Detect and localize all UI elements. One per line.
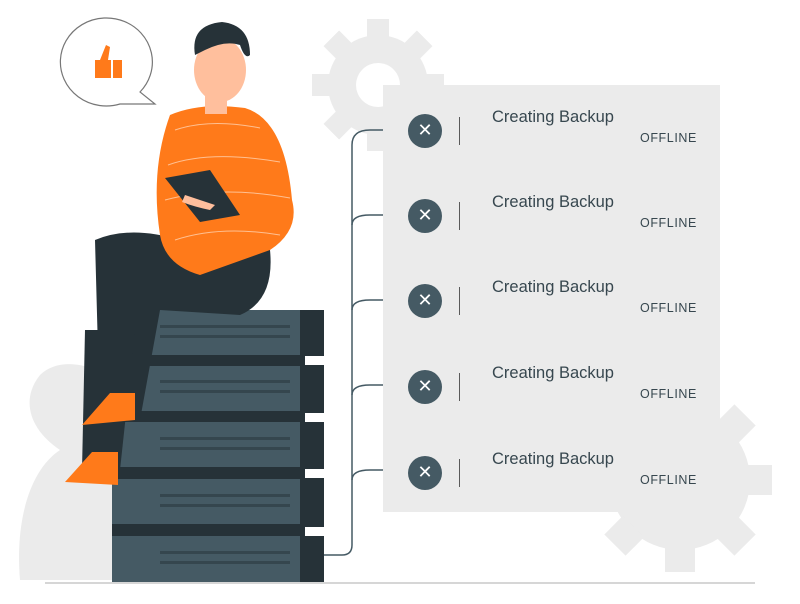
backup-row: ✕ Creating Backup OFFLINE — [383, 170, 720, 255]
row-status: OFFLINE — [640, 301, 697, 315]
row-divider — [459, 202, 460, 230]
close-icon[interactable]: ✕ — [408, 284, 442, 318]
row-status: OFFLINE — [640, 473, 697, 487]
close-icon[interactable]: ✕ — [408, 370, 442, 404]
row-divider — [459, 287, 460, 315]
row-title: Creating Backup — [492, 278, 614, 296]
connector-lines — [324, 129, 383, 556]
row-title: Creating Backup — [492, 193, 614, 211]
person-figure — [65, 22, 294, 485]
server-unit — [140, 310, 300, 355]
server-unit — [112, 422, 300, 467]
row-title: Creating Backup — [492, 450, 614, 468]
server-unit — [112, 536, 300, 582]
row-title: Creating Backup — [492, 364, 614, 382]
backup-row: ✕ Creating Backup OFFLINE — [383, 427, 720, 512]
shoe — [65, 452, 118, 485]
row-status: OFFLINE — [640, 387, 697, 401]
shoe — [82, 393, 135, 425]
server-unit — [112, 479, 300, 524]
row-status: OFFLINE — [640, 216, 697, 230]
close-icon[interactable]: ✕ — [408, 456, 442, 490]
speech-bubble — [59, 17, 157, 107]
tablet — [165, 170, 240, 222]
row-status: OFFLINE — [640, 131, 697, 145]
row-divider — [459, 373, 460, 401]
row-divider — [459, 459, 460, 487]
backup-row: ✕ Creating Backup OFFLINE — [383, 341, 720, 426]
row-divider — [459, 117, 460, 145]
close-icon[interactable]: ✕ — [408, 199, 442, 233]
close-icon[interactable]: ✕ — [408, 114, 442, 148]
backup-row: ✕ Creating Backup OFFLINE — [383, 255, 720, 340]
backup-status-panel: ✕ Creating Backup OFFLINE ✕ Creating Bac… — [383, 85, 720, 512]
thumbs-up-icon — [95, 45, 122, 78]
row-title: Creating Backup — [492, 108, 614, 126]
backup-row: ✕ Creating Backup OFFLINE — [383, 85, 720, 170]
